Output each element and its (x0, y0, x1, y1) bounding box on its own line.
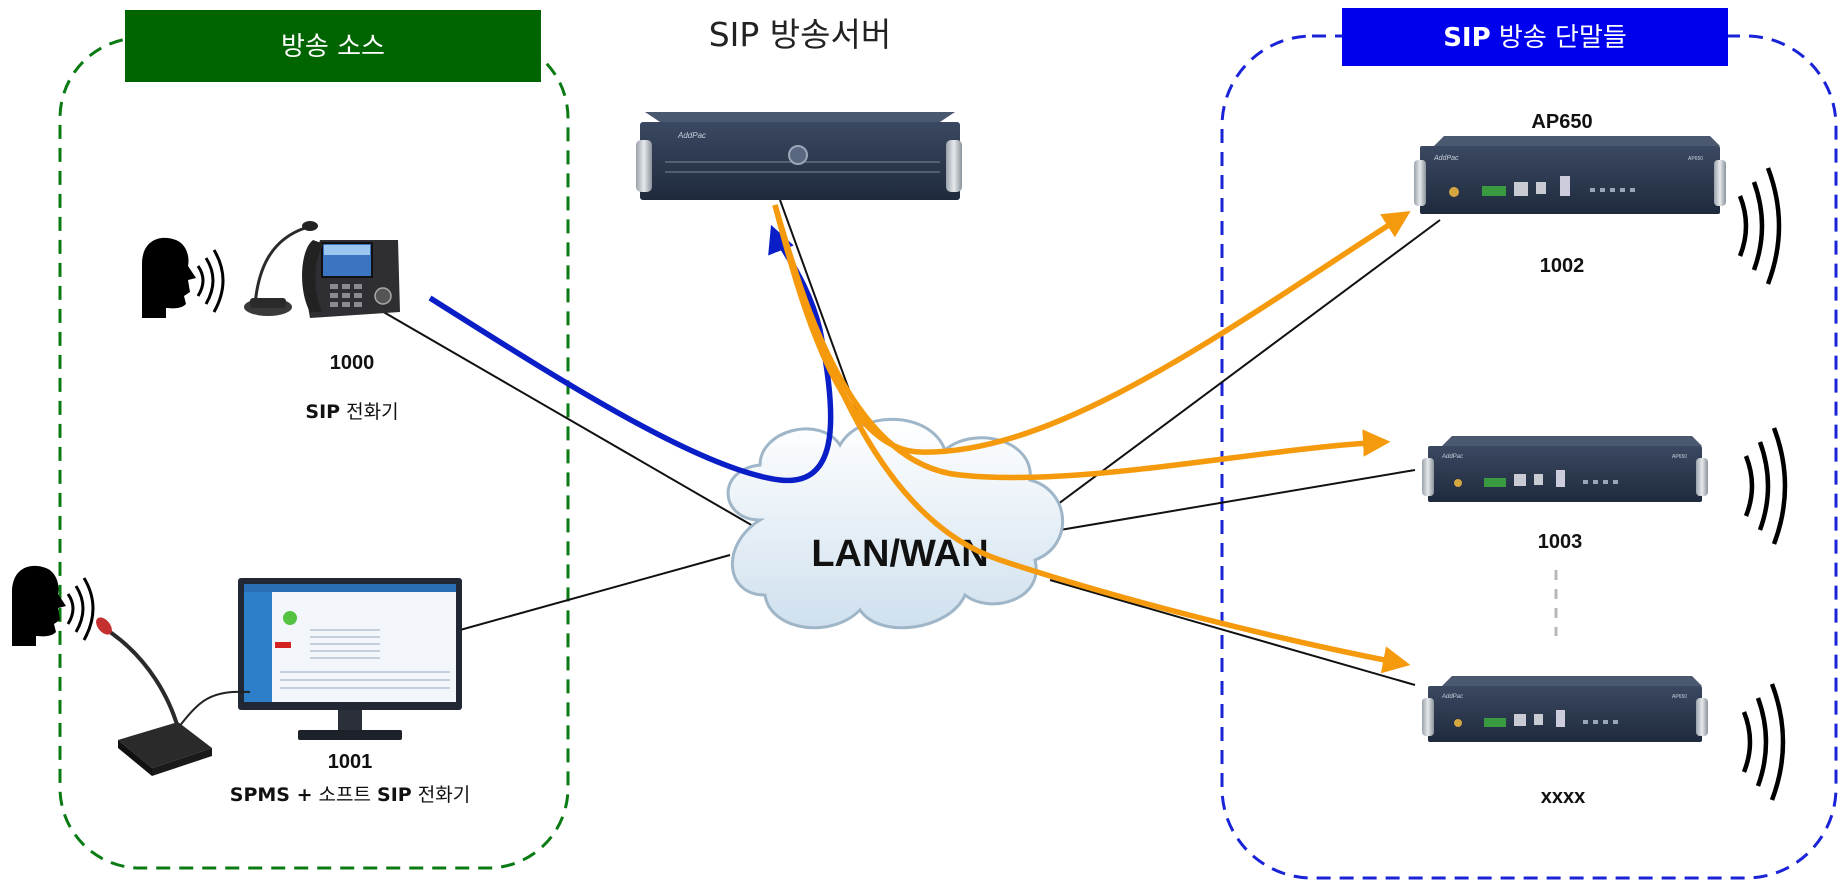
source-group-banner: 방송 소스 (125, 10, 541, 82)
terminal-1003-number: 1003 (1538, 531, 1583, 553)
terminal-xxxx-number: xxxx (1541, 786, 1586, 808)
svg-text:AP650: AP650 (1688, 156, 1703, 162)
terminal-group-title-rest: 방송 단말들 (1491, 23, 1627, 53)
desk-microphone (96, 617, 251, 776)
svg-text:AP650: AP650 (1672, 454, 1687, 460)
source-1000-number: 1000 (330, 352, 375, 374)
server-title: SIP 방송서버 (709, 15, 892, 54)
svg-text:AddPac: AddPac (1441, 454, 1463, 460)
terminal-model-label: AP650 (1531, 111, 1592, 133)
terminal-device-xxxx: AddPac AP650 (1422, 676, 1708, 742)
terminal-device-1002: AddPac AP650 (1414, 136, 1726, 214)
sound-wave-icon (1737, 167, 1782, 285)
source-1000-desc: SIP 전화기 (305, 401, 398, 423)
source-1001-number: 1001 (328, 751, 373, 773)
svg-text:AddPac: AddPac (1441, 694, 1463, 700)
source-group-title: 방송 소스 (281, 32, 385, 62)
sip-broadcast-server: AddPac (636, 112, 962, 200)
sip-phone-1000 (244, 221, 400, 318)
svg-text:AP650: AP650 (1672, 694, 1687, 700)
sound-wave-icon (1743, 427, 1788, 545)
source-to-server-signal (428, 224, 834, 484)
terminal-group-banner: SIP 방송 단말들 (1342, 8, 1728, 66)
speaking-person-icon (142, 237, 225, 318)
terminal-device-1003: AddPac AP650 (1422, 436, 1708, 502)
terminal-1002-number: 1002 (1540, 255, 1585, 277)
svg-text:AddPac: AddPac (1433, 155, 1459, 162)
svg-text:SIP 방송 단말들: SIP 방송 단말들 (1443, 23, 1627, 53)
server-to-terminal-streams (772, 204, 1411, 674)
source-1001-desc: SPMS + 소프트 SIP 전화기 (230, 784, 470, 806)
terminal-group-title-prefix: SIP (1443, 23, 1490, 53)
sound-wave-icon (1741, 683, 1786, 801)
svg-text:AddPac: AddPac (677, 131, 706, 140)
spms-monitor-1001 (238, 578, 462, 740)
speaking-person-icon (12, 565, 95, 646)
